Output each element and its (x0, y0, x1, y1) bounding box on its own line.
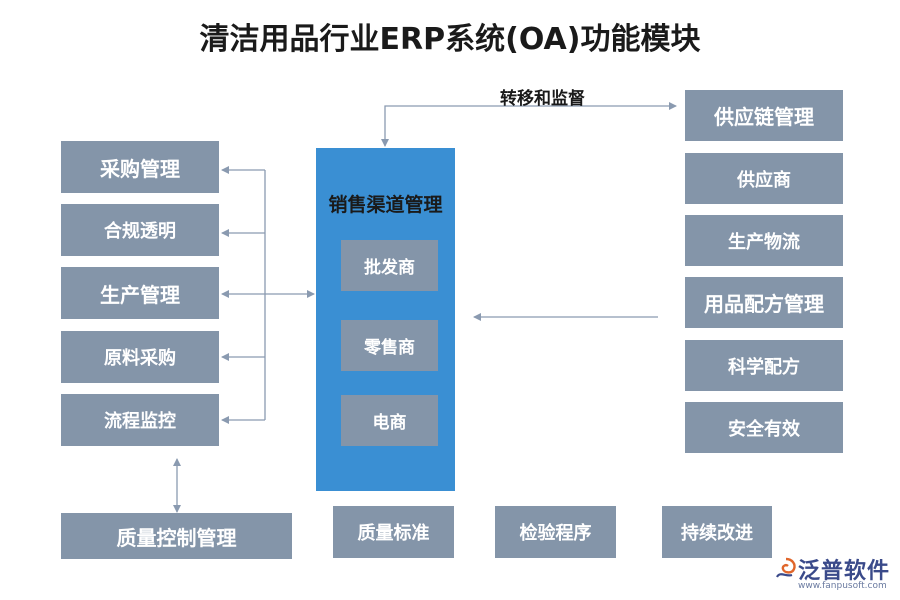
compliance-box: 合规透明 (61, 204, 219, 256)
logo-name: 泛普软件 (798, 559, 891, 584)
production-management-box: 生产管理 (61, 267, 219, 319)
transfer-connector (381, 102, 677, 147)
diagram-title: 清洁用品行业ERP系统(OA)功能模块 (199, 22, 701, 57)
sales-channel-title: 销售渠道管理 (328, 194, 443, 216)
brand-logo: 泛普软件 www.fanpusoft.com (770, 553, 895, 598)
supply-chain-box: 供应链管理 (685, 90, 843, 141)
logo-url: www.fanpusoft.com (798, 581, 887, 591)
retailer-box: 零售商 (341, 320, 438, 371)
inspection-procedure-box: 检验程序 (495, 506, 616, 558)
raw-material-box: 原料采购 (61, 331, 219, 383)
continuous-improvement-box: 持续改进 (662, 506, 772, 558)
quality-standard-box: 质量标准 (333, 506, 454, 558)
wholesaler-box: 批发商 (341, 240, 438, 291)
safe-effective-box: 安全有效 (685, 402, 843, 453)
quality-control-box: 质量控制管理 (61, 513, 292, 559)
scientific-formula-box: 科学配方 (685, 340, 843, 391)
transfer-label: 转移和监督 (500, 89, 585, 109)
formula-management-box: 用品配方管理 (685, 277, 843, 328)
ecommerce-box: 电商 (341, 395, 438, 446)
logo-swirl-icon (776, 557, 796, 578)
supplier-box: 供应商 (685, 153, 843, 204)
process-monitoring-box: 流程监控 (61, 394, 219, 446)
purchase-management-box: 采购管理 (61, 141, 219, 193)
production-logistics-box: 生产物流 (685, 215, 843, 266)
